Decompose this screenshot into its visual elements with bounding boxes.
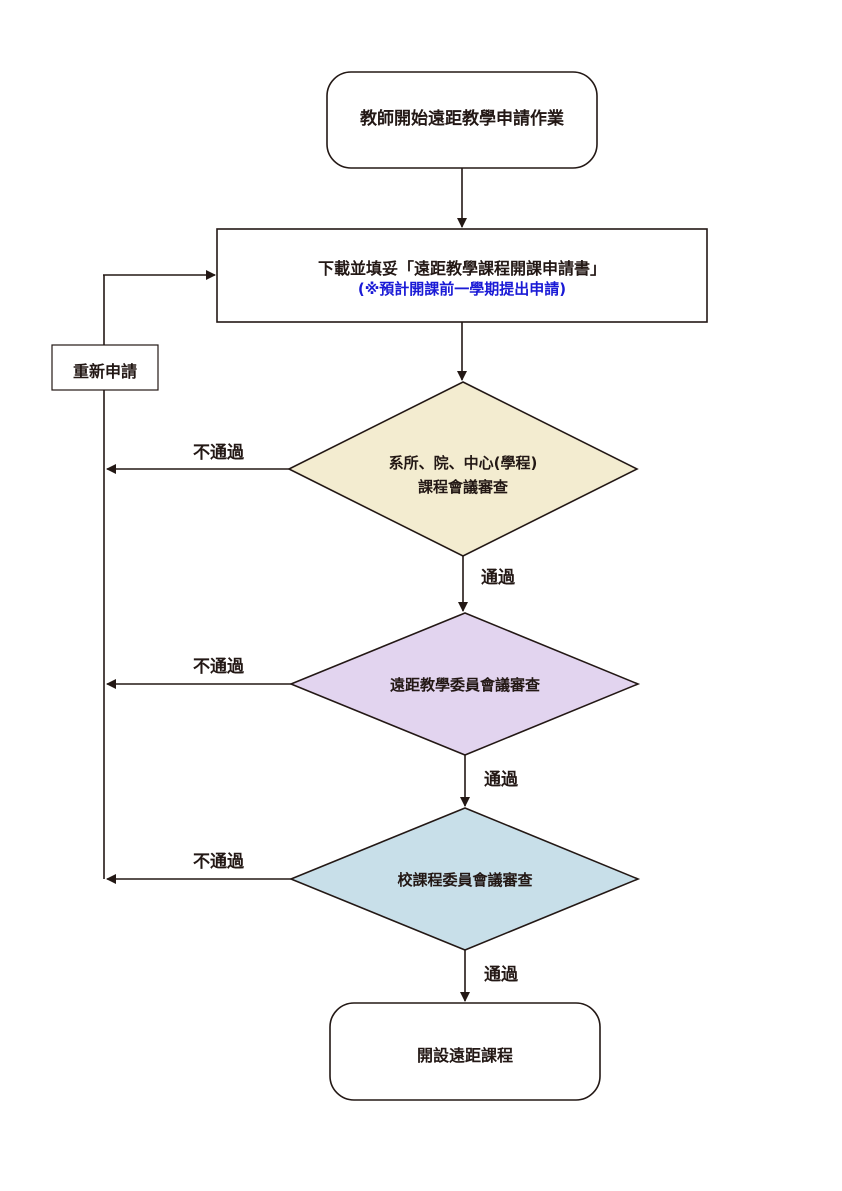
pass-label-2: 通過	[484, 770, 518, 790]
pass-label-3: 通過	[484, 965, 518, 985]
decision-1-label-line1: 系所、院、中心(學程)	[388, 454, 538, 472]
retry-box	[51, 344, 159, 391]
pass-label-1: 通過	[481, 568, 515, 588]
process-step-box	[216, 228, 708, 323]
end-node	[329, 1002, 601, 1101]
retry-label: 重新申請	[72, 362, 137, 381]
start-node-label: 教師開始遠距教學申請作業	[360, 109, 564, 129]
process-step-note: (※預計開課前一學期提出申請)	[357, 280, 567, 298]
fail-label-2: 不通過	[193, 657, 244, 677]
fail-label-1: 不通過	[193, 443, 244, 463]
process-step-label: 下載並填妥「遠距教學課程開課申請書」	[317, 259, 606, 278]
end-node-label: 開設遠距課程	[416, 1046, 513, 1065]
decision-2-label: 遠距教學委員會議審查	[389, 676, 540, 694]
decision-1-label-line2: 課程會議審查	[417, 478, 508, 496]
fail-label-3: 不通過	[193, 852, 244, 872]
decision-3-label: 校課程委員會議審查	[397, 871, 533, 889]
